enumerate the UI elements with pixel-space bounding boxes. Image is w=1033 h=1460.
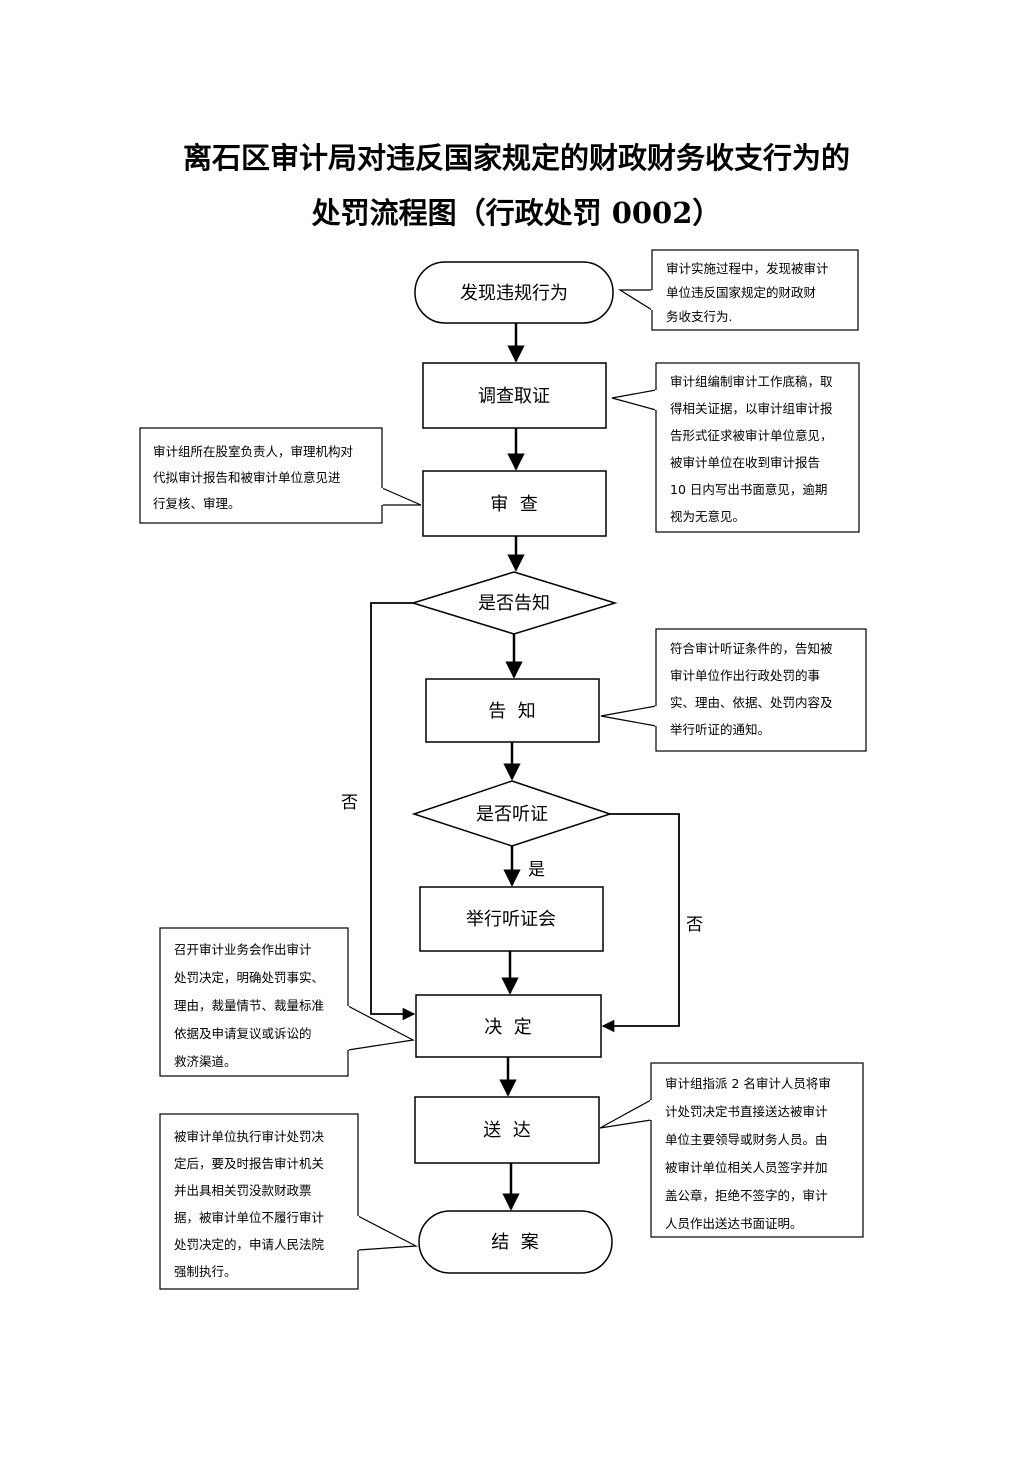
note-line: 依据及申请复议或诉讼的 (174, 1026, 312, 1041)
node-decision: 决 定 (415, 994, 602, 1058)
note-decision: 召开审计业务会作出审计处罚决定，明确处罚事实、理由，裁量情节、裁量标准依据及申请… (159, 927, 415, 1077)
note-line: 举行听证的通知。 (670, 722, 770, 737)
node-notify: 告 知 (425, 678, 600, 743)
note-line: 并出具相关罚没款财政票 (174, 1183, 312, 1198)
note-review: 审计组所在股室负责人，审理机构对代拟审计报告和被审计单位意见进行复核、审理。 (139, 427, 422, 524)
decision-notify-label: 是否告知 (478, 593, 550, 614)
note-line: 计处罚决定书直接送达被审计 (665, 1104, 828, 1119)
note-line: 实、理由、依据、处罚内容及 (670, 695, 833, 710)
note-line: 审计组指派 2 名审计人员将审 (665, 1076, 831, 1091)
note-decision-text: 召开审计业务会作出审计处罚决定，明确处罚事实、理由，裁量情节、裁量标准依据及申请… (174, 942, 324, 1069)
note-line: 召开审计业务会作出审计 (174, 942, 312, 957)
note-line: 得相关证据，以审计组审计报 (670, 401, 833, 416)
note-line: 定后，要及时报告审计机关 (174, 1156, 324, 1171)
note-line: 理由，裁量情节、裁量标准 (174, 998, 324, 1013)
note-close: 被审计单位执行审计处罚决定后，要及时报告审计机关并出具相关罚没款财政票据，被审计… (159, 1113, 419, 1290)
decision-hearing-label: 是否听证 (476, 804, 548, 825)
node-review-label: 审 查 (490, 494, 537, 515)
node-hearing: 举行听证会 (419, 886, 604, 952)
note-deliver: 审计组指派 2 名审计人员将审计处罚决定书直接送达被审计单位主要领导或财务人员。… (599, 1062, 864, 1238)
note-line: 处罚决定，明确处罚事实、 (174, 970, 324, 985)
note-line: 单位主要领导或财务人员。由 (665, 1132, 828, 1147)
note-review-text: 审计组所在股室负责人，审理机构对代拟审计报告和被审计单位意见进行复核、审理。 (153, 444, 353, 511)
note-line: 符合审计听证条件的，告知被 (670, 641, 833, 656)
decision-notify: 是否告知 (410, 571, 618, 635)
note-line: 告形式征求被审计单位意见， (670, 428, 833, 443)
decision-hearing: 是否听证 (411, 780, 613, 847)
note-line: 视为无意见。 (670, 509, 745, 524)
node-deliver: 送 达 (414, 1096, 600, 1164)
note-investigate: 审计组编制审计工作底稿，取得相关证据，以审计组审计报告形式征求被审计单位意见， 被… (611, 362, 860, 533)
node-decision-label: 决 定 (484, 1017, 531, 1038)
note-notify: 符合审计听证条件的，告知被审计单位作出行政处罚的事实、理由、依据、处罚内容及举行… (600, 628, 867, 752)
note-line: 处罚决定的，申请人民法院 (174, 1237, 325, 1252)
edge-no-hearing-to-decision (601, 813, 680, 1033)
note-line: 被审计单位相关人员签字并加 (665, 1160, 828, 1175)
note-line: 务收支行为. (666, 309, 732, 324)
note-line: 强制执行。 (174, 1264, 237, 1279)
node-hearing-label: 举行听证会 (466, 909, 556, 930)
note-line: 人员作出送达书面证明。 (665, 1216, 803, 1231)
note-line: 被审计单位执行审计处罚决 (174, 1129, 325, 1144)
note-line: 审计组所在股室负责人，审理机构对 (153, 444, 353, 459)
note-line: 审计组编制审计工作底稿，取 (670, 374, 833, 389)
node-review: 审 查 (422, 470, 607, 537)
edge-label-no-left: 否 (341, 793, 358, 813)
note-discover-text: 审计实施过程中，发现被审计单位违反国家规定的财政财务收支行为. (666, 261, 829, 324)
note-line: 救济渠道。 (174, 1054, 237, 1069)
note-line: 行复核、审理。 (153, 496, 241, 511)
note-line: 10 日内写出书面意见，逾期 (670, 482, 827, 497)
note-deliver-text: 审计组指派 2 名审计人员将审计处罚决定书直接送达被审计单位主要领导或财务人员。… (665, 1076, 831, 1231)
note-line: 代拟审计报告和被审计单位意见进 (153, 470, 341, 485)
page-title-line1: 离石区审计局对违反国家规定的财政财务收支行为的 (182, 141, 850, 175)
note-investigate-text: 审计组编制审计工作底稿，取得相关证据，以审计组审计报告形式征求被审计单位意见， 被… (670, 374, 833, 524)
node-investigate-label: 调查取证 (478, 386, 550, 407)
edge-label-no-right: 否 (686, 915, 703, 935)
note-line: 审计实施过程中，发现被审计 (666, 261, 829, 276)
note-discover: 审计实施过程中，发现被审计单位违反国家规定的财政财务收支行为. (617, 249, 859, 331)
note-line: 审计单位作出行政处罚的事 (670, 668, 820, 683)
page-title-line2: 处罚流程图（行政处罚 0002） (311, 196, 722, 230)
note-line: 盖公章，拒绝不签字的，审计 (665, 1188, 828, 1203)
node-close-label: 结 案 (491, 1232, 538, 1253)
node-deliver-label: 送 达 (483, 1120, 530, 1141)
note-notify-text: 符合审计听证条件的，告知被审计单位作出行政处罚的事实、理由、依据、处罚内容及举行… (670, 641, 833, 737)
node-notify-label: 告 知 (488, 701, 535, 722)
note-close-text: 被审计单位执行审计处罚决定后，要及时报告审计机关并出具相关罚没款财政票据，被审计… (174, 1129, 325, 1279)
note-line: 被审计单位在收到审计报告 (670, 455, 820, 470)
note-line: 单位违反国家规定的财政财 (666, 285, 816, 300)
node-discover-label: 发现违规行为 (460, 283, 568, 304)
edge-label-yes: 是 (528, 860, 545, 880)
edge-no-notify-to-decision (370, 602, 416, 1021)
node-discover: 发现违规行为 (414, 261, 614, 324)
node-investigate: 调查取证 (422, 362, 607, 429)
node-close: 结 案 (418, 1210, 613, 1274)
note-line: 据，被审计单位不履行审计 (174, 1210, 324, 1225)
